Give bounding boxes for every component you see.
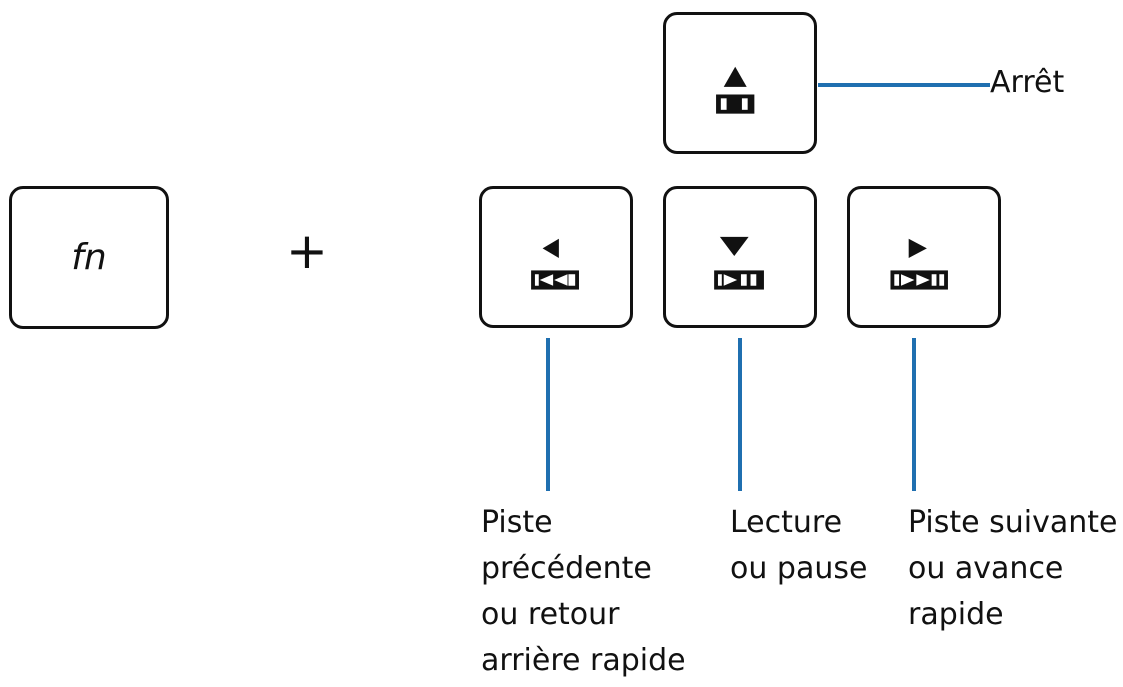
stop-leader-line [818, 83, 990, 87]
previous-track-label-line: arrière rapide [481, 643, 686, 678]
stop-label: Arrêt [990, 60, 1064, 106]
play-pause-key [663, 186, 817, 328]
previous-track-label-line: précédente [481, 551, 652, 586]
stop-key [663, 12, 817, 154]
plus-sign: + [286, 222, 328, 280]
stop-label-line: Arrêt [990, 65, 1065, 100]
next-track-label: Piste suivante ou avance rapide [908, 500, 1118, 638]
previous-track-key [479, 186, 633, 328]
stop-key-glyph [716, 66, 755, 114]
fn-key-label: fn [71, 237, 107, 278]
next-track-label-line: rapide [908, 597, 1004, 632]
previous-leader-line [546, 338, 550, 491]
fn-key: fn [9, 186, 169, 329]
play-pause-label-line: ou pause [730, 551, 868, 586]
next-track-key [847, 186, 1001, 328]
previous-track-label-line: Piste [481, 505, 553, 540]
play-pause-label-line: Lecture [730, 505, 843, 540]
next-track-label-line: Piste suivante [908, 505, 1118, 540]
play-pause-icon [714, 270, 764, 290]
previous-track-key-glyph [531, 238, 579, 290]
play-pause-label: Lecture ou pause [730, 500, 867, 592]
left-arrow-icon [542, 238, 559, 258]
next-leader-line [912, 338, 916, 491]
play-pause-leader-line [738, 338, 742, 491]
up-arrow-icon [723, 66, 747, 87]
next-track-key-glyph [890, 238, 948, 290]
previous-track-icon [531, 270, 579, 290]
stop-icon [716, 94, 755, 114]
right-arrow-icon [908, 238, 927, 258]
play-pause-key-glyph [714, 236, 764, 290]
previous-track-label: Piste précédente ou retour arrière rapid… [481, 500, 686, 684]
next-track-icon [890, 270, 948, 290]
previous-track-label-line: ou retour [481, 597, 620, 632]
next-track-label-line: ou avance [908, 551, 1064, 586]
down-arrow-icon [719, 236, 749, 257]
